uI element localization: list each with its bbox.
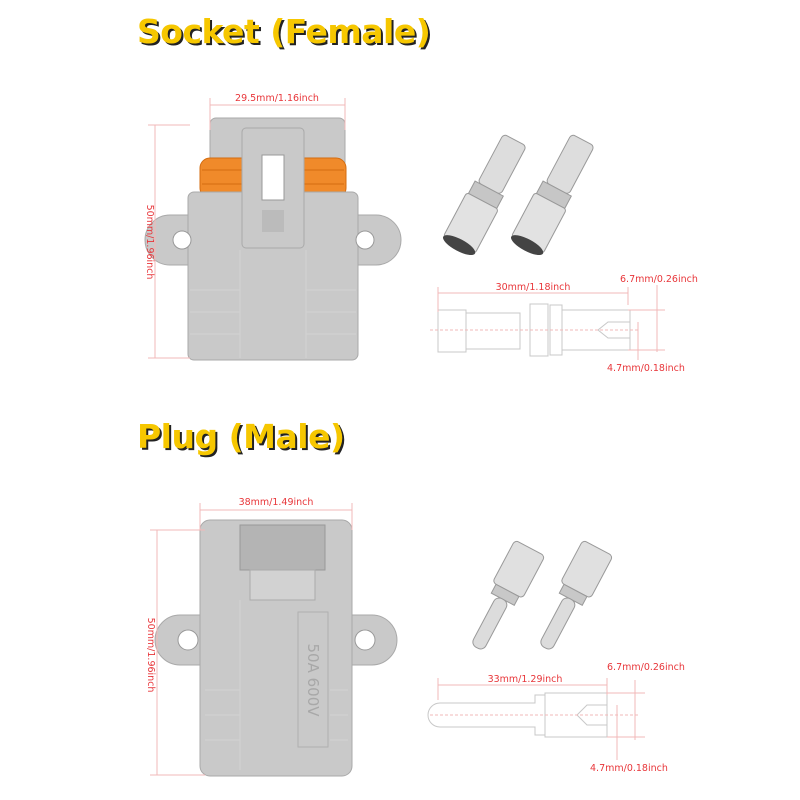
socket-height-label: 50mm/1.96inch bbox=[144, 205, 155, 280]
socket-pin-inner-diameter-label: 4.7mm/0.18inch bbox=[607, 363, 685, 374]
socket-width-label: 29.5mm/1.16inch bbox=[235, 93, 319, 104]
plug-housing-stamp: 50A 600V bbox=[304, 643, 322, 717]
plug-width-label: 38mm/1.49inch bbox=[239, 497, 314, 508]
socket-pin-outer-diameter-label: 6.7mm/0.26inch bbox=[620, 274, 698, 285]
plug-housing bbox=[154, 519, 398, 777]
socket-pin-length-label: 30mm/1.18inch bbox=[496, 282, 571, 293]
socket-pins bbox=[442, 134, 594, 256]
plug-pin-length-label: 33mm/1.29inch bbox=[488, 674, 563, 685]
plug-height-label: 50mm/1.96inch bbox=[145, 618, 156, 693]
socket-section-title: Socket (Female) bbox=[137, 12, 431, 51]
plug-section-title: Plug (Male) bbox=[137, 417, 345, 456]
plug-pin-inner-diameter-label: 4.7mm/0.18inch bbox=[590, 763, 668, 774]
plug-pin-outer-diameter-label: 6.7mm/0.26inch bbox=[607, 662, 685, 673]
plug-pins bbox=[472, 540, 613, 650]
socket-housing bbox=[144, 117, 402, 361]
